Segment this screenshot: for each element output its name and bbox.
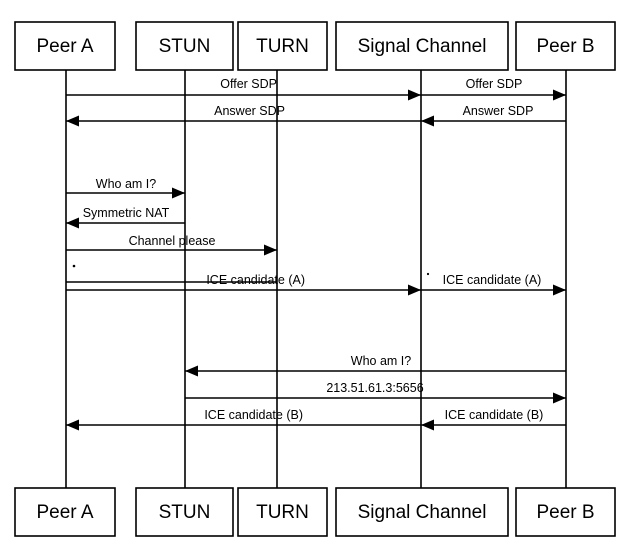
arrowhead-right-who-am-i-a-to-stun: [172, 187, 185, 199]
arrowhead-right-offer-sdp-signal-to-b: [553, 89, 566, 101]
participant-footer-rect-stun: [135, 487, 234, 537]
arrowhead-left-symmetric-nat: [66, 217, 79, 229]
dot-signal-ice: [426, 272, 430, 276]
participant-header-rect-peer-a: [14, 21, 116, 71]
participant-footer-turn[interactable]: TURN: [237, 487, 328, 537]
message-stun-reflexive-address: 213.51.61.3:5656: [185, 381, 566, 404]
participant-header-rect-peer-b: [515, 21, 616, 71]
message-symmetric-nat: Symmetric NAT: [66, 206, 185, 229]
arrowhead-right-ice-a-a-to-signal: [408, 284, 421, 296]
message-label-stun-reflexive-address: 213.51.61.3:5656: [326, 381, 423, 395]
arrowhead-right-stun-reflexive-address: [553, 392, 566, 404]
participant-footer-label-peer-b: Peer B: [536, 502, 594, 523]
message-channel-please: Channel please: [66, 234, 277, 256]
message-label-who-am-i-a-to-stun: Who am I?: [96, 177, 156, 191]
lifelines-group: [65, 70, 567, 488]
arrowhead-left-ice-b-b-to-signal: [421, 419, 434, 431]
decorative-dots-group: [72, 264, 430, 276]
message-label-ice-b-b-to-signal: ICE candidate (B): [445, 408, 544, 422]
messages-group: Offer SDP Offer SDP Answer SDP Answer SDP Wh…: [66, 77, 566, 431]
participant-header-label-stun: STUN: [159, 36, 211, 57]
message-who-am-i-a-to-stun: Who am I?: [66, 177, 185, 199]
message-label-ice-a-signal-to-b: ICE candidate (A): [443, 273, 542, 287]
message-answer-sdp-b-to-signal: Answer SDP: [421, 104, 566, 127]
message-ice-b-signal-to-a: ICE candidate (B): [66, 408, 421, 431]
arrowhead-right-channel-please: [264, 244, 277, 256]
participant-header-peer-b[interactable]: Peer B: [515, 21, 616, 71]
participant-footer-label-signal-channel: Signal Channel: [358, 502, 487, 523]
message-label-ice-b-signal-to-a: ICE candidate (B): [204, 408, 303, 422]
message-answer-sdp-signal-to-a: Answer SDP: [66, 104, 421, 127]
dot-peer-a-relay: [72, 264, 76, 268]
arrowhead-left-ice-b-signal-to-a: [66, 419, 79, 431]
participant-header-label-peer-a: Peer A: [36, 36, 93, 57]
message-label-answer-sdp-signal-to-a: Answer SDP: [214, 104, 285, 118]
arrowhead-right-ice-a-signal-to-b: [553, 284, 566, 296]
participant-header-rect-turn: [237, 21, 328, 71]
participant-header-label-turn: TURN: [256, 36, 309, 57]
header-participant-boxes: Peer A STUN TURN Signal Channel Peer B: [14, 21, 616, 71]
participant-footer-stun[interactable]: STUN: [135, 487, 234, 537]
participant-footer-rect-signal-channel: [335, 487, 509, 537]
participant-footer-rect-peer-a: [14, 487, 116, 537]
message-label-who-am-i-b-to-stun: Who am I?: [351, 354, 411, 368]
participant-footer-signal-channel[interactable]: Signal Channel: [335, 487, 509, 537]
participant-header-rect-signal-channel: [335, 21, 509, 71]
participant-footer-label-peer-a: Peer A: [36, 502, 93, 523]
participant-header-label-peer-b: Peer B: [536, 36, 594, 57]
participant-footer-peer-a[interactable]: Peer A: [14, 487, 116, 537]
message-label-answer-sdp-b-to-signal: Answer SDP: [463, 104, 534, 118]
arrowhead-right-offer-sdp-a-to-signal: [408, 89, 421, 101]
participant-header-label-signal-channel: Signal Channel: [358, 36, 487, 57]
participant-footer-peer-b[interactable]: Peer B: [515, 487, 616, 537]
message-ice-a-signal-to-b: ICE candidate (A): [421, 273, 566, 296]
participant-header-peer-a[interactable]: Peer A: [14, 21, 116, 71]
participant-header-stun[interactable]: STUN: [135, 21, 234, 71]
arrowhead-left-answer-sdp-b-to-signal: [421, 115, 434, 127]
message-ice-a-a-to-signal: ICE candidate (A): [66, 273, 421, 296]
participant-header-signal-channel[interactable]: Signal Channel: [335, 21, 509, 71]
participant-header-rect-stun: [135, 21, 234, 71]
message-label-symmetric-nat: Symmetric NAT: [83, 206, 170, 220]
participant-header-turn[interactable]: TURN: [237, 21, 328, 71]
message-label-offer-sdp-a-to-signal: Offer SDP: [220, 77, 277, 91]
footer-participant-boxes: Peer A STUN TURN Signal Channel Peer B: [14, 487, 616, 537]
message-offer-sdp-signal-to-b: Offer SDP: [421, 77, 566, 101]
participant-footer-rect-turn: [237, 487, 328, 537]
participant-footer-label-stun: STUN: [159, 502, 211, 523]
arrowhead-left-who-am-i-b-to-stun: [185, 365, 198, 377]
participant-footer-rect-peer-b: [515, 487, 616, 537]
arrowhead-left-answer-sdp-signal-to-a: [66, 115, 79, 127]
participant-footer-label-turn: TURN: [256, 502, 309, 523]
message-offer-sdp-a-to-signal: Offer SDP: [66, 77, 421, 101]
message-ice-b-b-to-signal: ICE candidate (B): [421, 408, 566, 431]
message-who-am-i-b-to-stun: Who am I?: [185, 354, 566, 377]
message-label-offer-sdp-signal-to-b: Offer SDP: [466, 77, 523, 91]
message-label-channel-please: Channel please: [129, 234, 216, 248]
message-label-ice-a-a-to-signal: ICE candidate (A): [206, 273, 305, 287]
